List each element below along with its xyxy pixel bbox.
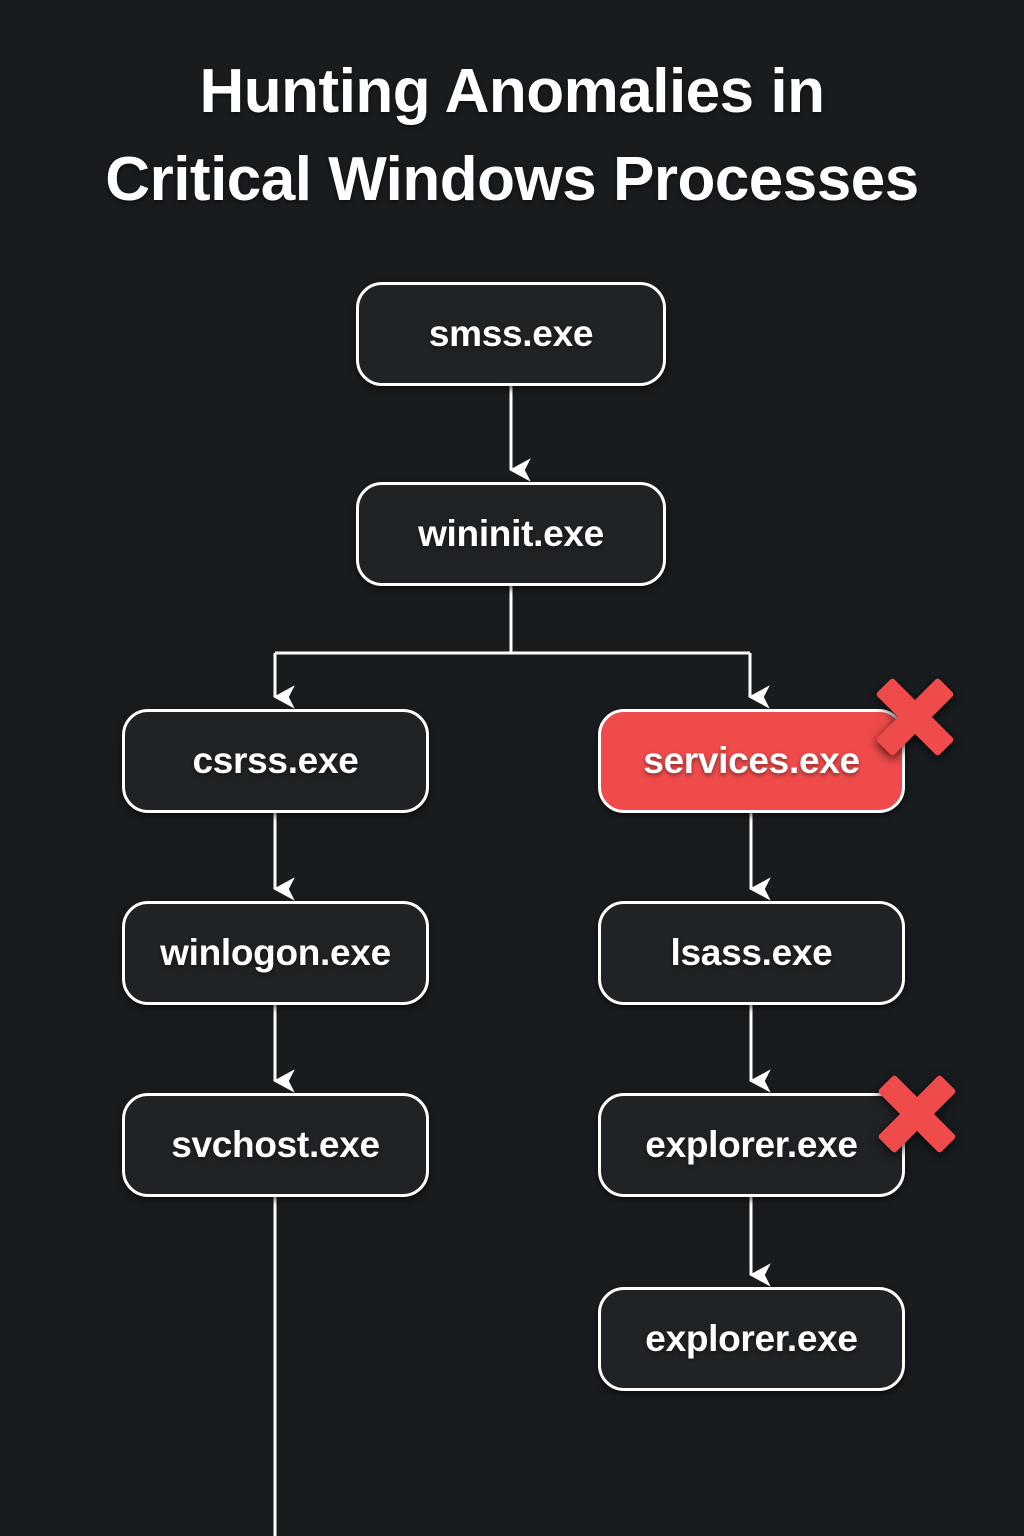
process-node-label: wininit.exe (418, 513, 604, 554)
process-node-explorer-1[interactable]: explorer.exe (598, 1093, 905, 1197)
process-node-label: explorer.exe (645, 1318, 858, 1359)
process-node-label: smss.exe (428, 313, 594, 354)
page-title-line-2: Critical Windows Processes (105, 145, 919, 214)
process-node-explorer-2[interactable]: explorer.exe (598, 1287, 905, 1391)
process-node-label: lsass.exe (670, 932, 833, 973)
process-node-label: csrss.exe (192, 740, 359, 781)
page-title-line-1: Hunting Anomalies in (199, 57, 825, 126)
process-node-services[interactable]: services.exe (598, 709, 905, 813)
process-node-svchost[interactable]: svchost.exe (122, 1093, 429, 1197)
x-mark-icon (874, 1071, 960, 1157)
process-node-label: svchost.exe (171, 1124, 380, 1165)
process-node-winlogon[interactable]: winlogon.exe (122, 901, 429, 1005)
process-node-label: winlogon.exe (160, 932, 391, 973)
x-mark-icon (872, 674, 958, 760)
process-node-lsass[interactable]: lsass.exe (598, 901, 905, 1005)
process-node-smss[interactable]: smss.exe (356, 282, 666, 386)
process-node-label: explorer.exe (645, 1124, 858, 1165)
process-node-label: services.exe (643, 740, 860, 781)
page-title: Hunting Anomalies in Critical Windows Pr… (0, 48, 1024, 224)
process-node-wininit[interactable]: wininit.exe (356, 482, 666, 586)
process-node-csrss[interactable]: csrss.exe (122, 709, 429, 813)
